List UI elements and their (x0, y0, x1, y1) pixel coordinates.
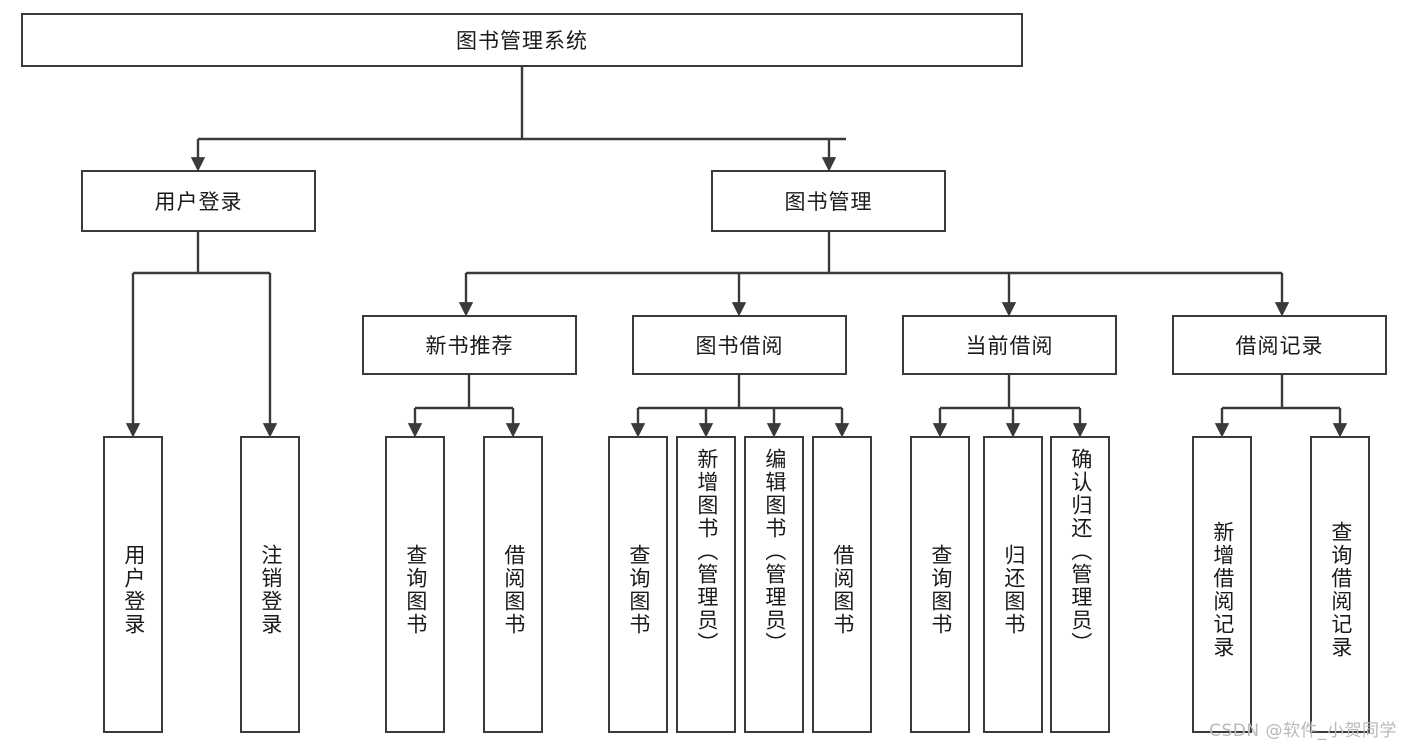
node-current-borrow[interactable]: 当前借阅 (902, 315, 1117, 375)
leaf-label: 新增借阅记录 (1210, 520, 1235, 659)
leaf-borrow-lend-book[interactable]: 借阅图书 (812, 436, 872, 733)
leaf-current-query-book[interactable]: 查询图书 (910, 436, 970, 733)
node-user-login-label: 用户登录 (154, 190, 243, 214)
node-root[interactable]: 图书管理系统 (21, 13, 1023, 67)
leaf-newbook-query-book[interactable]: 查询图书 (385, 436, 445, 733)
node-book-management[interactable]: 图书管理 (711, 170, 946, 232)
leaf-label: 查询借阅记录 (1328, 520, 1353, 659)
leaf-label: 借阅图书 (501, 543, 526, 636)
node-book-borrow-label: 图书借阅 (695, 334, 784, 358)
node-user-login[interactable]: 用户登录 (81, 170, 316, 232)
leaf-label: 查询图书 (403, 543, 428, 636)
leaf-label: 编辑图书（管理员） (762, 448, 787, 655)
node-new-book-recommend-label: 新书推荐 (425, 334, 514, 358)
leaf-label: 确认归还（管理员） (1068, 448, 1093, 655)
leaf-current-return-book[interactable]: 归还图书 (983, 436, 1043, 733)
leaf-records-add-record[interactable]: 新增借阅记录 (1192, 436, 1252, 733)
leaf-label: 用户登录 (121, 543, 146, 636)
node-current-borrow-label: 当前借阅 (965, 334, 1054, 358)
leaf-label: 查询图书 (928, 543, 953, 636)
node-root-label: 图书管理系统 (456, 29, 588, 53)
node-borrow-records[interactable]: 借阅记录 (1172, 315, 1387, 375)
leaf-borrow-edit-book-admin[interactable]: 编辑图书（管理员） (744, 436, 804, 733)
leaf-borrow-query-book[interactable]: 查询图书 (608, 436, 668, 733)
leaf-records-query-record[interactable]: 查询借阅记录 (1310, 436, 1370, 733)
leaf-label: 查询图书 (626, 543, 651, 636)
leaf-newbook-borrow-book[interactable]: 借阅图书 (483, 436, 543, 733)
leaf-label: 注销登录 (258, 543, 283, 636)
leaf-user-logout[interactable]: 注销登录 (240, 436, 300, 733)
leaf-label: 新增图书（管理员） (694, 448, 719, 655)
leaf-label: 归还图书 (1001, 543, 1026, 636)
node-book-borrow[interactable]: 图书借阅 (632, 315, 847, 375)
watermark: CSDN @软件_小贺同学 (1209, 721, 1397, 741)
leaf-borrow-add-book-admin[interactable]: 新增图书（管理员） (676, 436, 736, 733)
leaf-current-confirm-return-admin[interactable]: 确认归还（管理员） (1050, 436, 1110, 733)
leaf-user-login[interactable]: 用户登录 (103, 436, 163, 733)
node-new-book-recommend[interactable]: 新书推荐 (362, 315, 577, 375)
node-book-management-label: 图书管理 (784, 190, 873, 214)
node-borrow-records-label: 借阅记录 (1235, 334, 1324, 358)
leaf-label: 借阅图书 (830, 543, 855, 636)
